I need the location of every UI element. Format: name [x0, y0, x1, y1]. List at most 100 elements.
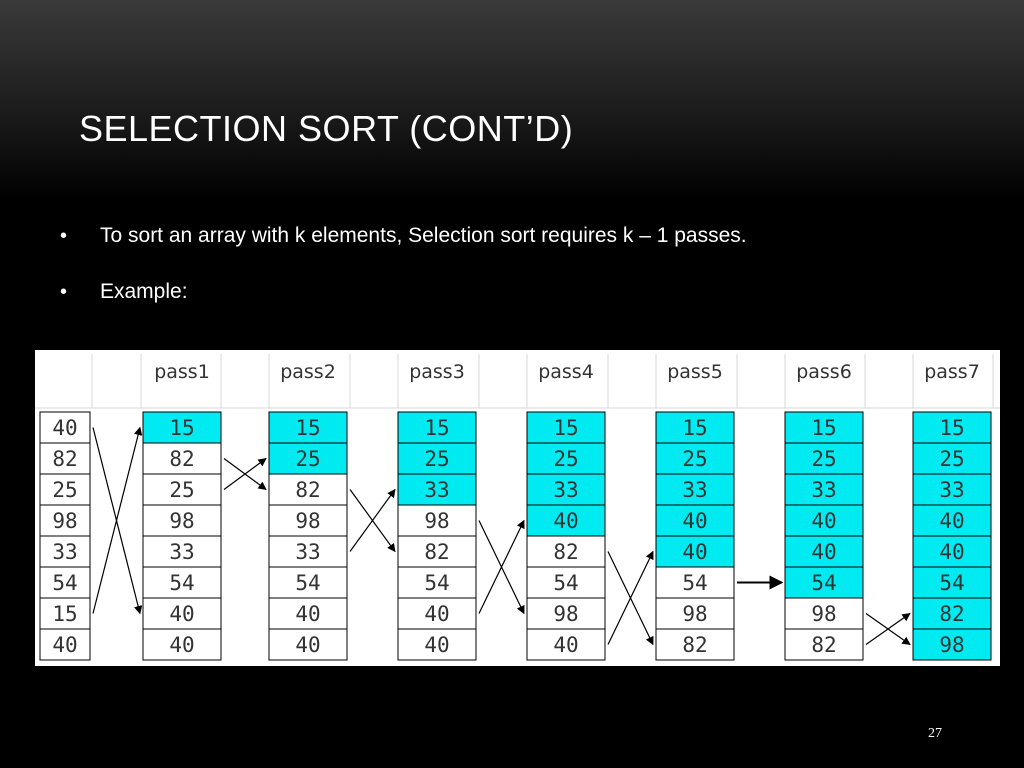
cell-value: 40: [939, 540, 964, 564]
sorted-cell: [397, 473, 477, 506]
sorted-cell: [655, 473, 735, 506]
initial-cell-value: 54: [52, 571, 77, 595]
cell-value: 54: [811, 571, 836, 595]
cell-value: 98: [811, 602, 836, 626]
bullet-text: Example:: [100, 280, 188, 303]
sorted-cell: [142, 411, 222, 444]
cell-value: 40: [939, 509, 964, 533]
cell-value: 40: [811, 540, 836, 564]
cell-value: 25: [553, 447, 578, 471]
slide-title: SELECTION SORT (CONT’D): [79, 108, 574, 149]
initial-cell-value: 25: [52, 478, 77, 502]
cell-value: 15: [939, 416, 964, 440]
initial-cell: [39, 597, 91, 630]
unsorted-cell: [655, 566, 735, 599]
cell-value: 33: [682, 478, 707, 502]
initial-cell: [39, 473, 91, 506]
cell-value: 33: [424, 478, 449, 502]
sorted-cell: [526, 442, 606, 475]
pass-header: pass4: [538, 361, 594, 383]
sorted-cell: [912, 473, 992, 506]
unsorted-cell: [268, 566, 348, 599]
cell-value: 40: [682, 540, 707, 564]
cell-value: 25: [939, 447, 964, 471]
diagram-canvas: 40 82 25 98 33 54 15 40 pass1 15 82 25 98 33 54 40 40 pas…: [35, 350, 1000, 666]
cell-value: 33: [553, 478, 578, 502]
cell-value: 15: [553, 416, 578, 440]
initial-cell: [39, 566, 91, 599]
unsorted-cell: [268, 535, 348, 568]
unsorted-cell: [142, 473, 222, 506]
cell-value: 40: [295, 633, 320, 657]
cell-value: 82: [811, 633, 836, 657]
page-number: 27: [928, 726, 942, 741]
cell-value: 54: [553, 571, 578, 595]
unsorted-cell: [655, 628, 735, 661]
initial-cell-value: 33: [52, 540, 77, 564]
initial-cell-value: 98: [52, 509, 77, 533]
cell-value: 15: [424, 416, 449, 440]
cell-value: 15: [682, 416, 707, 440]
sorted-cell: [784, 535, 864, 568]
sorted-cell: [268, 411, 348, 444]
cell-value: 40: [169, 633, 194, 657]
unsorted-cell: [397, 566, 477, 599]
sorted-cell: [397, 442, 477, 475]
unsorted-cell: [397, 504, 477, 537]
pass-header: pass3: [409, 361, 465, 383]
cell-value: 40: [295, 602, 320, 626]
cell-value: 15: [295, 416, 320, 440]
initial-cell-value: 15: [52, 602, 77, 626]
sorted-cell: [655, 535, 735, 568]
cell-value: 98: [939, 633, 964, 657]
unsorted-cell: [784, 597, 864, 630]
cell-value: 25: [169, 478, 194, 502]
cell-value: 33: [811, 478, 836, 502]
unsorted-cell: [526, 535, 606, 568]
swap-arrow: [607, 550, 654, 645]
unsorted-cell: [397, 597, 477, 630]
unsorted-cell: [655, 597, 735, 630]
pass-header: pass1: [154, 361, 210, 383]
bullet-dot-icon: •: [60, 225, 68, 247]
pass-header: pass6: [796, 361, 852, 383]
cell-value: 25: [682, 447, 707, 471]
swap-arrow: [223, 458, 267, 490]
sorted-cell: [397, 411, 477, 444]
cell-value: 98: [169, 509, 194, 533]
cell-value: 33: [939, 478, 964, 502]
initial-cell-value: 82: [52, 447, 77, 471]
cell-value: 98: [424, 509, 449, 533]
cell-value: 54: [169, 571, 194, 595]
cell-value: 40: [169, 602, 194, 626]
unsorted-cell: [526, 628, 606, 661]
unsorted-cell: [268, 628, 348, 661]
pass-header: pass5: [667, 361, 723, 383]
unsorted-cell: [142, 504, 222, 537]
cell-value: 40: [553, 633, 578, 657]
cell-value: 54: [682, 571, 707, 595]
cell-value: 54: [424, 571, 449, 595]
cell-value: 25: [811, 447, 836, 471]
cell-value: 82: [553, 540, 578, 564]
sorted-cell: [912, 628, 992, 661]
initial-cell-value: 40: [52, 416, 77, 440]
selection-sort-diagram: 40 82 25 98 33 54 15 40 pass1 15 82 25 98 33 54 40 40 pas…: [35, 350, 1000, 671]
sorted-cell: [784, 411, 864, 444]
unsorted-cell: [142, 628, 222, 661]
cell-value: 98: [295, 509, 320, 533]
sorted-cell: [526, 473, 606, 506]
sorted-cell: [912, 504, 992, 537]
sorted-cell: [784, 504, 864, 537]
cell-value: 98: [682, 602, 707, 626]
initial-cell: [39, 628, 91, 661]
bullet-dot-icon: •: [60, 281, 68, 303]
cell-value: 82: [682, 633, 707, 657]
cell-value: 82: [169, 447, 194, 471]
cell-value: 40: [553, 509, 578, 533]
initial-cell: [39, 504, 91, 537]
sorted-cell: [526, 411, 606, 444]
sorted-cell: [784, 566, 864, 599]
unsorted-cell: [142, 597, 222, 630]
sorted-cell: [784, 442, 864, 475]
